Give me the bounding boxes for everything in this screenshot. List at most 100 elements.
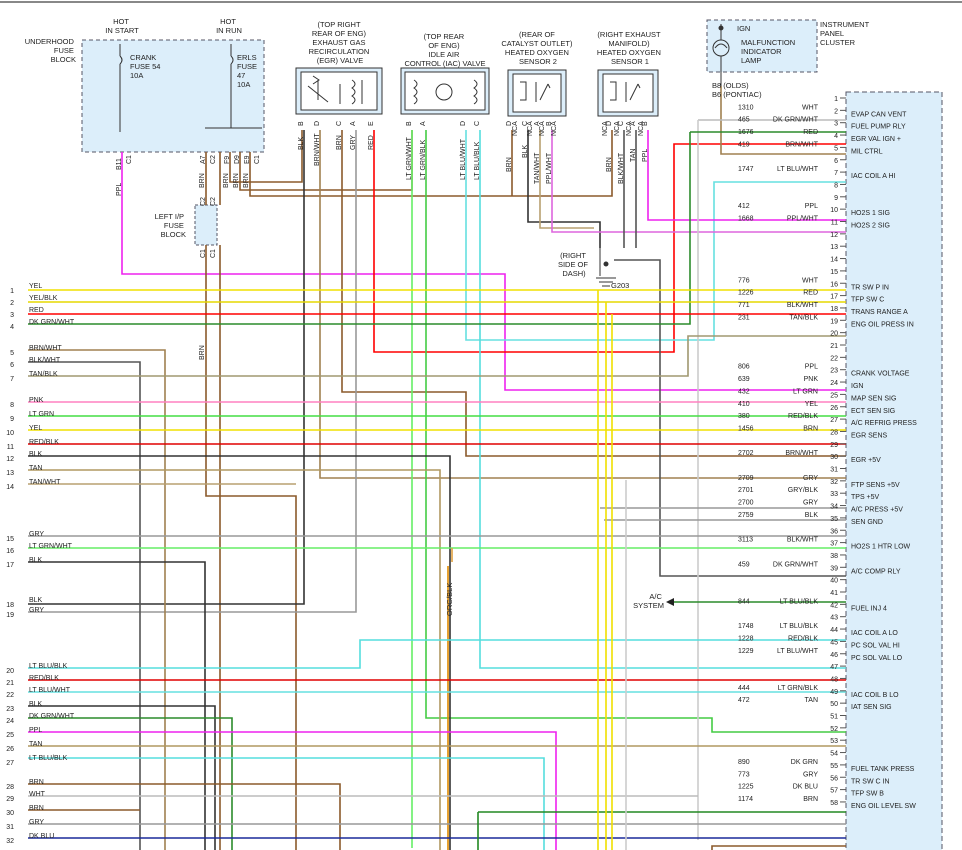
vertical-wire-labels: PPL BRN BRN BRN BRN BRN BLK BRN/WHT BRN … [116,133,649,360]
ecm-pin-number: 9 [834,195,838,202]
ecm-pin-number: 18 [830,306,838,313]
wire-egr-brnwht [319,130,846,479]
ecm-pin-number: 26 [830,405,838,412]
pin-e9: E9 [244,155,251,164]
pin-c1b: C1 [254,155,261,164]
ecm-pin-function: IAC COIL B LO [851,692,899,699]
left-wire-label: GRY [29,819,44,826]
vlabel-egr-blk: BLK [298,136,305,150]
ecm-circuit-number: 771 [738,302,750,309]
wire-o2s1-htr [614,130,846,577]
ecm-pin-number: 38 [830,553,838,560]
ecm-circuit-number: 1747 [738,166,754,173]
left-wire-number: 18 [6,602,14,609]
egr-valve-body [300,71,378,111]
wire-egr-blk [28,130,305,605]
left-wire-label: PNK [29,397,44,404]
ecm-pin-function: EVAP CAN VENT [851,111,907,118]
ecm-pin-number: 12 [830,232,838,239]
ecm-wire-color: BRN [803,796,818,803]
ecm-pin-function: TFP SW B [851,791,884,798]
nca-5: NCA [602,121,609,136]
ecm-wire-color: PPL [805,364,818,371]
ecm-pin-number: 10 [830,207,838,214]
left-wire-number: 11 [7,444,14,451]
left-wire-label: TAN [29,465,42,472]
ho2s1-pin-a: A [630,121,637,126]
ecm-pin-function: TPS +5V [851,494,880,501]
ecm-circuit-number: 380 [738,413,750,420]
ecm-pin-function: TRANS RANGE A [851,309,908,316]
ecm-wire-color: GRY [803,500,818,507]
ecm-pin-function: ECT SEN SIG [851,408,895,415]
ecm-circuit-number: 1226 [738,290,754,297]
ecm-pin-function: MIL CTRL [851,148,883,155]
ho2s2-pin-c: C [522,121,529,126]
left-wire-number: 22 [6,692,14,699]
left-wire-number: 17 [6,562,14,569]
vlabel-iac-ltbluwht: LT BLU/WHT [460,138,467,180]
ecm-wire-color: RED [803,290,818,297]
egr-pin-c: C [336,121,343,126]
vlabel-iac-ltgrnwht: LT GRN/WHT [406,136,413,180]
vlabel-brn-e9: BRN [243,173,250,188]
ecm-pin-function: TR SW P IN [851,284,889,291]
left-wire-number: 8 [10,402,14,409]
left-wire-label: BRN [29,805,44,812]
left-wire-number: 31 [6,824,14,831]
ecm-pin-function: IAC COIL A LO [851,630,898,637]
left-wire-number: 19 [6,612,14,619]
wire-ltblublk-27 [28,757,545,850]
vlabel-o2s1-blkwht: BLK/WHT [618,152,625,184]
ecm-wire-color: BLK [805,512,819,519]
ecm-pin-number: 46 [830,652,838,659]
ecm-pin-function: MAP SEN SIG [851,395,896,402]
ecm-pin-function: PC SOL VAL LO [851,655,903,662]
ho2s1-pin-d: D [606,121,613,126]
ecm-pin-number: 30 [830,454,838,461]
ecm-pin-number: 15 [830,269,838,276]
left-wire-label: PPL [29,727,42,734]
ecm-wire-color: BRN/WHT [785,450,818,457]
left-wire-number: 28 [6,784,14,791]
ecm-pin-number: 28 [830,429,838,436]
ho2s1-pin-c: C [618,121,625,126]
wire-ppl-25 [28,731,557,850]
left-wire-label: BRN/WHT [29,345,62,352]
ecm-circuit-number: 410 [738,401,750,408]
instrument-panel-cluster-label: INSTRUMENT PANEL CLUSTER [820,20,871,47]
underhood-fuse-block-label: UNDERHOOD FUSE BLOCK [25,37,76,64]
left-wire-label: DK GRN/WHT [29,713,75,720]
vlabel-egr-brn: BRN [336,135,343,150]
ecm-wire-color: DK GRN [791,759,818,766]
ecm-circuit-number: 412 [738,203,750,210]
nca-6: NCA [614,121,621,136]
wire-egr-red [373,130,846,353]
vlabel-brn-mid: BRN [199,345,206,360]
ecm-pin-number: 42 [830,602,838,609]
ecm-wire-color: LT BLU/WHT [777,166,819,173]
wire-iac-ltblublk [479,130,846,669]
ecm-pin-number: 24 [830,380,838,387]
ecm-circuit-number: 776 [738,277,750,284]
ecm-wire-color: DK GRN/WHT [773,561,819,568]
pcm-connector-block [845,91,943,850]
wire-blk-12 [28,455,451,850]
left-wire-label: LT GRN/WHT [29,543,73,550]
left-ip-fuse-block-label: LEFT I/P FUSE BLOCK [155,212,186,239]
ecm-pin-number: 17 [830,294,838,301]
ecm-wire-color: LT BLU/WHT [777,648,819,655]
ecm-pin-function: IAT SEN SIG [851,704,892,711]
ecm-wire-color: BLK/WHT [787,302,819,309]
left-wire-number: 1 [10,288,14,295]
ecm-pin-number: 31 [830,467,838,474]
left-wire-label: LT GRN [29,411,54,418]
ecm-pin-function: A/C COMP RLY [851,568,901,575]
ecm-pin-number: 19 [830,318,838,325]
ecm-pin-function: HO2S 1 SIG [851,210,890,217]
ecm-wire-color: GRY/BLK [788,487,819,494]
ecm-circuit-number: 844 [738,598,750,605]
ecm-circuit-number: 472 [738,697,750,704]
left-wire-number: 32 [6,838,14,845]
left-wire-number: 2 [10,300,14,307]
